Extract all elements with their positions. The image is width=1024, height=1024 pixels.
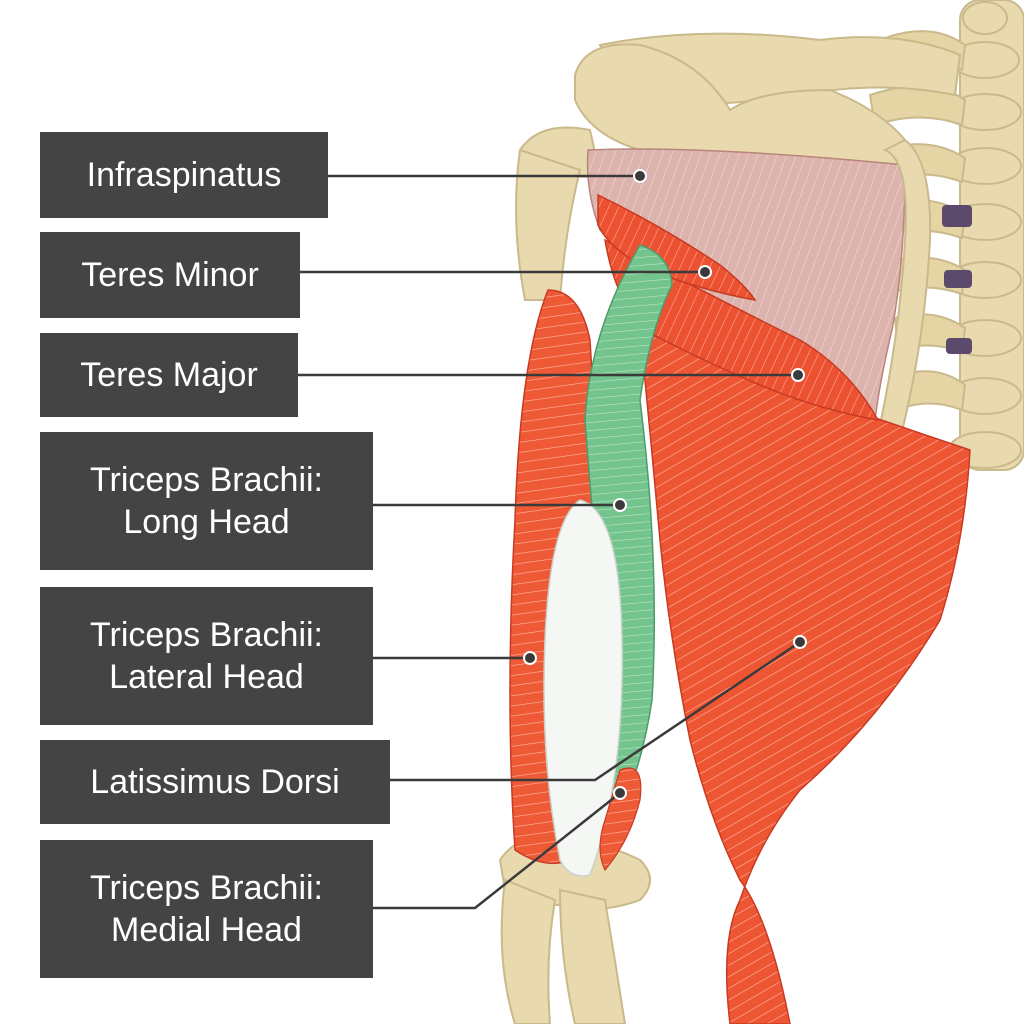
label-teres-minor-text: Teres Minor [81,255,259,294]
latissimus-dorsi-muscle [639,328,971,1024]
leader-dot-triceps-medial [613,786,627,800]
label-latissimus-dorsi-text: Latissimus Dorsi [90,762,340,801]
leader-dot-teres-minor [698,265,712,279]
label-triceps-medial-head: Triceps Brachii: Medial Head [40,840,373,978]
label-triceps-long-head-line2: Long Head [123,503,290,541]
teres-minor-muscle [597,193,757,302]
label-triceps-long-head-line1: Triceps Brachii: [89,460,324,499]
label-infraspinatus-text: Infraspinatus [86,155,282,194]
label-triceps-medial-head-line1: Triceps Brachii: [89,868,324,907]
label-triceps-medial-head-line2: Medial Head [111,911,302,949]
label-triceps-lateral-head-line2: Lateral Head [109,658,304,696]
triceps-tendon [543,499,623,877]
label-infraspinatus: Infraspinatus [40,132,328,218]
label-latissimus-dorsi: Latissimus Dorsi [40,740,390,824]
label-triceps-long-head: Triceps Brachii: Long Head [40,432,373,570]
label-teres-major: Teres Major [40,333,298,417]
leader-dot-infraspinatus [633,169,647,183]
leader-line-latissimus [390,640,801,782]
leader-dot-triceps-lateral [523,651,537,665]
triceps-medial-head-muscle [599,767,642,872]
label-triceps-lateral-head: Triceps Brachii: Lateral Head [40,587,373,725]
label-teres-major-text: Teres Major [80,355,258,394]
leader-dots [523,169,807,800]
label-teres-minor: Teres Minor [40,232,300,318]
humerus [498,148,651,1024]
leader-lines [298,174,801,910]
leader-dot-teres-major [791,368,805,382]
leader-line-triceps-medial [373,792,621,910]
leader-dot-latissimus [793,635,807,649]
leader-dot-triceps-long [613,498,627,512]
label-triceps-lateral-head-line1: Triceps Brachii: [89,615,324,654]
